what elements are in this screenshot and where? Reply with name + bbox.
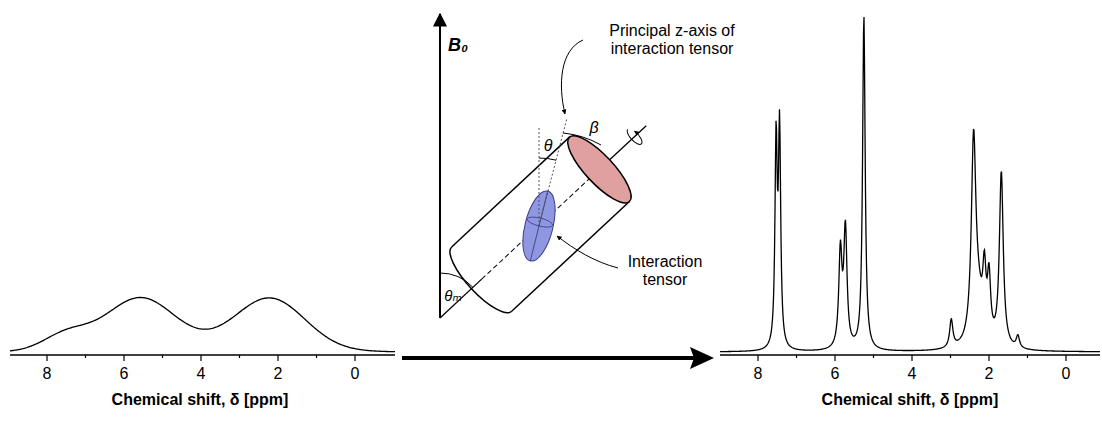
tick-mark <box>277 355 278 361</box>
tick-mark <box>1027 355 1028 358</box>
tick-mark <box>316 355 317 358</box>
tick-label: 4 <box>197 365 206 383</box>
tick-mark <box>834 355 835 361</box>
tick-mark <box>46 355 47 361</box>
tick-mark <box>757 355 758 361</box>
process-arrow <box>402 356 700 360</box>
tick-mark <box>85 355 86 358</box>
annotation-label: Interaction tensor <box>615 253 715 290</box>
leader-line <box>561 40 583 114</box>
annotation-label: β <box>589 119 598 137</box>
axis-title: Chemical shift, δ [ppm] <box>822 391 999 409</box>
annotation-label: θ <box>544 137 553 155</box>
annotation-label: B₀ <box>448 35 468 56</box>
x-axis <box>10 354 395 355</box>
tick-mark <box>200 355 201 361</box>
tick-mark <box>354 355 355 361</box>
broad-spectrum <box>10 297 395 351</box>
axis-ticks <box>47 355 1066 361</box>
tick-label: 6 <box>831 365 840 383</box>
rotor-cap <box>559 128 639 211</box>
tick-mark <box>950 355 951 358</box>
reference-line <box>539 128 540 226</box>
tick-mark <box>796 355 797 358</box>
tick-mark <box>988 355 989 361</box>
annotation-label: Principal z-axis of interaction tensor <box>585 22 760 59</box>
field-arrow <box>439 14 441 318</box>
spin-arrow <box>625 127 645 147</box>
annotation-label: θₘ <box>444 287 461 304</box>
tick-label: 2 <box>985 365 994 383</box>
process-arrow-head <box>690 347 714 369</box>
x-axis <box>720 354 1100 355</box>
tick-mark <box>239 355 240 358</box>
tick-label: 4 <box>908 365 917 383</box>
principal-axis <box>539 118 567 226</box>
tick-mark <box>911 355 912 361</box>
tick-label: 0 <box>1062 365 1071 383</box>
tick-mark <box>1065 355 1066 361</box>
axis-title: Chemical shift, δ [ppm] <box>112 391 289 409</box>
tick-label: 8 <box>754 365 763 383</box>
leader-line <box>557 236 618 268</box>
tick-label: 2 <box>274 365 283 383</box>
tick-mark <box>123 355 124 361</box>
tick-label: 0 <box>351 365 360 383</box>
mas-spectrum <box>720 17 1100 352</box>
tick-label: 6 <box>120 365 129 383</box>
angle-arc <box>539 158 556 160</box>
tick-mark <box>162 355 163 358</box>
tick-mark <box>873 355 874 358</box>
rotor <box>410 93 676 350</box>
tick-label: 8 <box>43 365 52 383</box>
